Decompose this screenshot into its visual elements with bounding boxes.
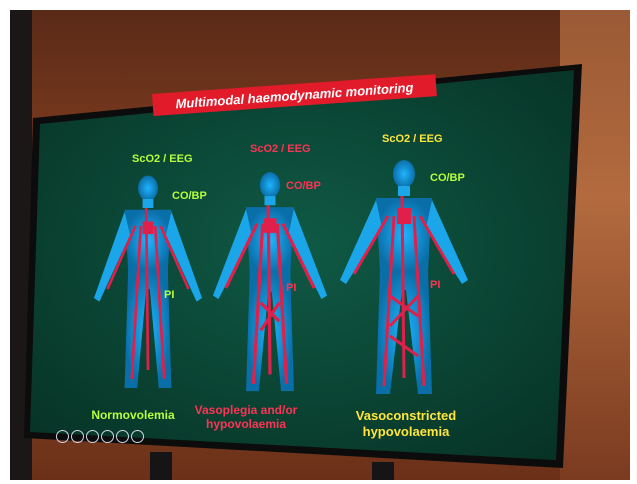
nav-icon <box>101 430 114 443</box>
nav-icon <box>116 430 129 443</box>
figure-2-top-label: ScO2 / EEG <box>250 143 311 155</box>
figure-3-top-label: ScO2 / EEG <box>382 133 443 145</box>
figure-2-pi-label: PI <box>286 282 296 294</box>
nav-icon <box>71 430 84 443</box>
figure-3-caption: Vasoconstricted hypovolaemia <box>346 408 466 440</box>
figure-1-side-label: CO/BP <box>172 190 207 202</box>
figure-1-caption: Normovolemia <box>78 408 188 422</box>
figure-2-caption-line1: Vasoplegia and/or <box>186 403 306 417</box>
figure-1-pi-label: PI <box>164 289 174 301</box>
figure-2-caption: Vasoplegia and/or hypovolaemia <box>186 403 306 431</box>
stand-leg-left <box>150 452 172 480</box>
figure-1-top-label: ScO2 / EEG <box>132 153 193 165</box>
nav-icon <box>131 430 144 443</box>
figure-2-caption-line2: hypovolaemia <box>186 417 306 431</box>
nav-icon <box>86 430 99 443</box>
nav-icon <box>56 430 69 443</box>
figure-1-caption-line1: Normovolemia <box>78 408 188 422</box>
slide-navigation-icons <box>56 430 144 443</box>
figure-2-side-label: CO/BP <box>286 180 321 192</box>
figure-3-caption-line2: hypovolaemia <box>346 424 466 440</box>
stand-leg-right <box>372 462 394 480</box>
figure-3-caption-line1: Vasoconstricted <box>346 408 466 424</box>
figure-3-pi-label: PI <box>430 279 440 291</box>
figure-3-side-label: CO/BP <box>430 172 465 184</box>
